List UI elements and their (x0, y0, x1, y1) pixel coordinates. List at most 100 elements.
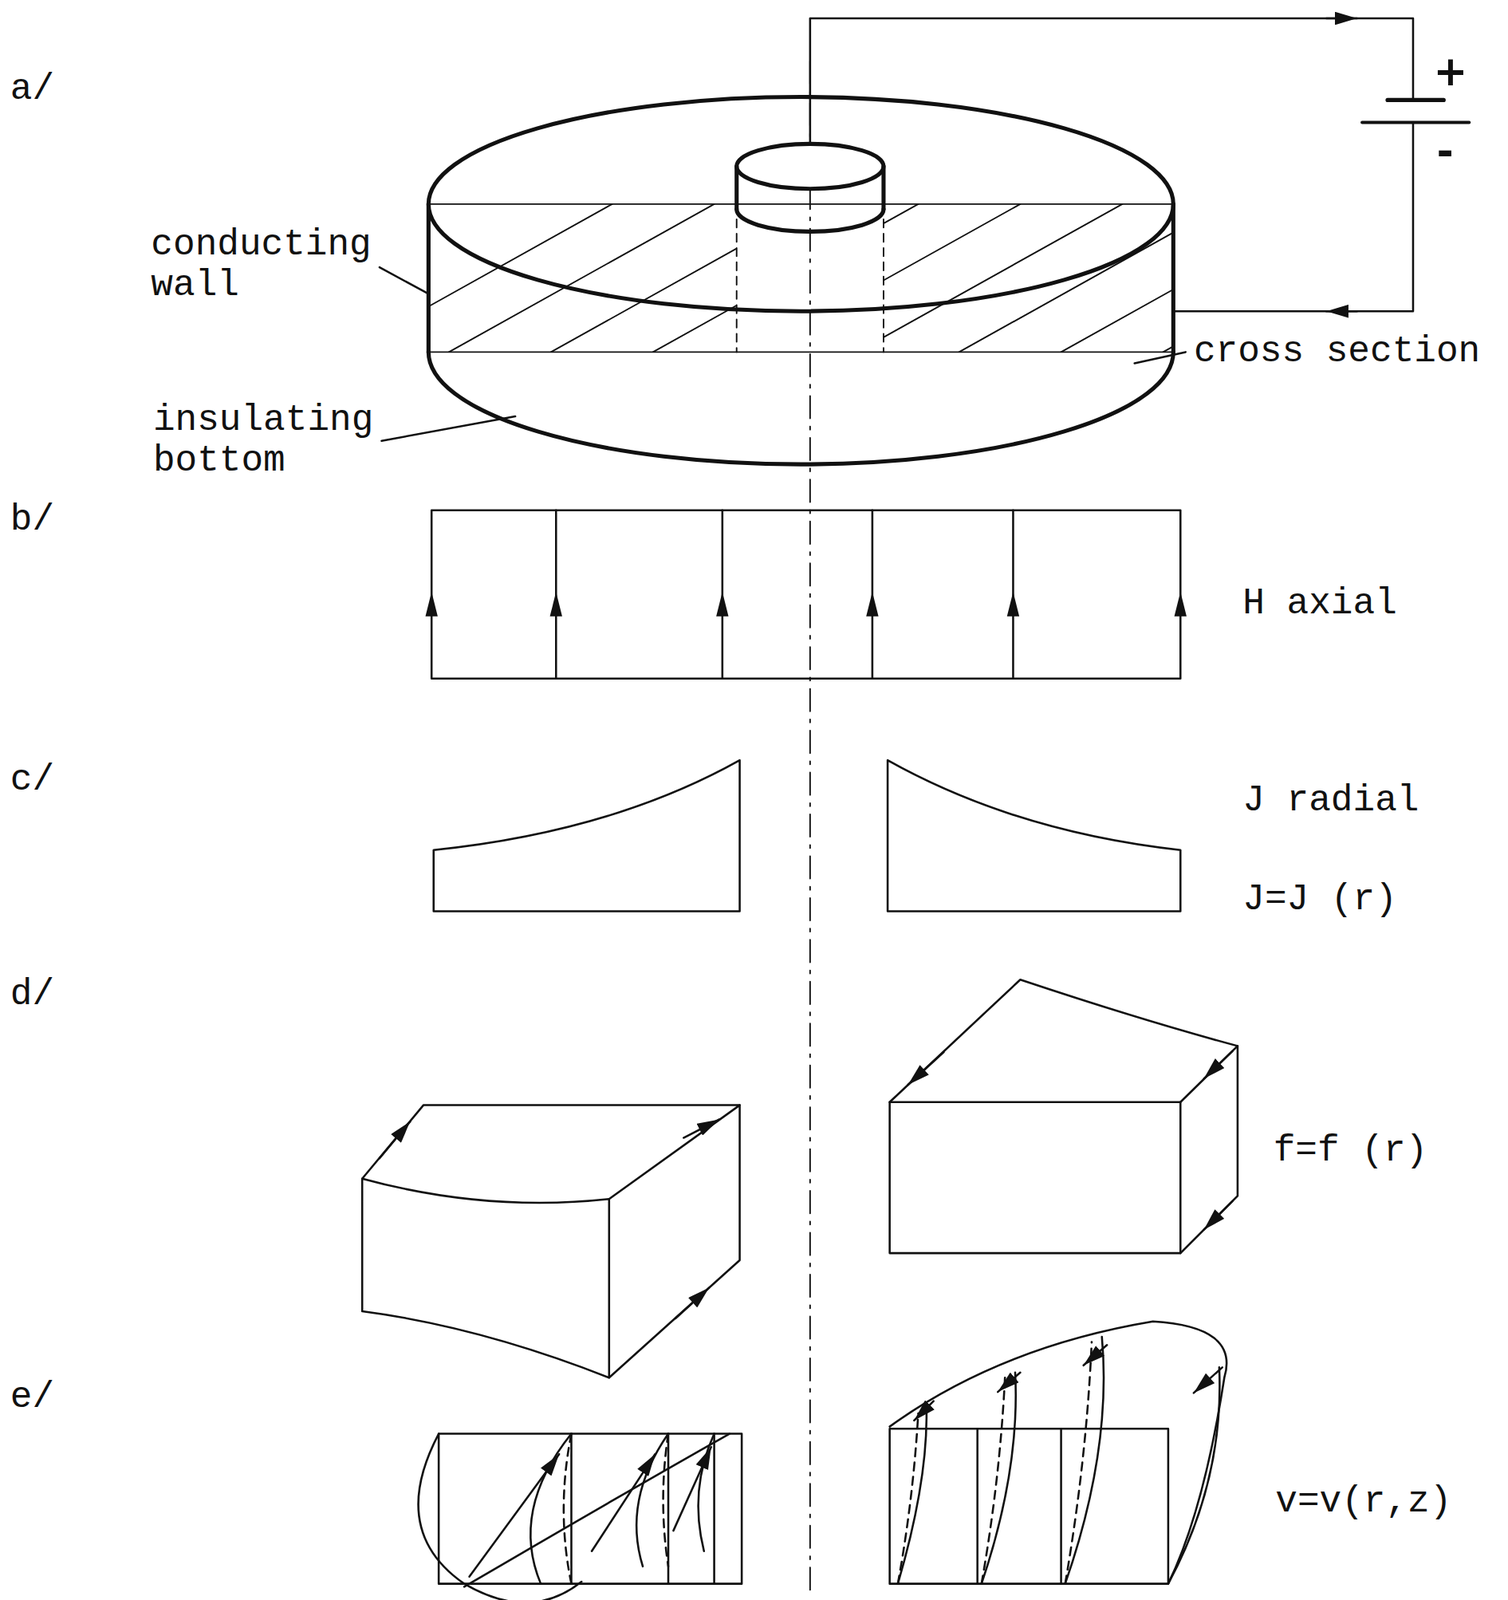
velocity-profile (981, 1372, 1016, 1584)
velocity-profile (997, 1372, 1020, 1392)
velocity-profile (530, 1433, 571, 1584)
vessel-drawing (346, 97, 1429, 465)
quantity-label: J=J (r) (1242, 879, 1397, 921)
velocity-profile (1065, 1336, 1104, 1584)
force-blocks (362, 979, 1238, 1378)
leader-lines (381, 416, 516, 441)
force-blocks (889, 1102, 1182, 1253)
velocity-profile (1083, 1344, 1107, 1366)
panel-letter: b/ (10, 500, 55, 541)
vessel-drawing (734, 166, 739, 210)
velocity-profile (1193, 1366, 1223, 1393)
current-profile (887, 759, 1181, 911)
polarity-sign: - (1436, 128, 1453, 174)
quantity-label: f=f (r) (1273, 1130, 1428, 1172)
velocity-profile (418, 1433, 583, 1600)
battery-circuit (1362, 121, 1469, 125)
vessel-drawing (428, 203, 1174, 205)
battery-circuit (810, 18, 1414, 144)
field-lines (716, 591, 729, 617)
current-profile (433, 759, 1182, 911)
quantity-label: v=v(r,z) (1275, 1481, 1452, 1523)
force-blocks (379, 1121, 410, 1158)
mhd-illustration (346, 18, 1469, 1600)
force-blocks (1204, 1051, 1233, 1079)
panel-letter: e/ (10, 1377, 55, 1418)
velocity-profile (1059, 1428, 1063, 1583)
part-label: insulating bottom (153, 400, 398, 481)
field-lines (425, 591, 438, 617)
part-label: conducting wall (150, 224, 396, 305)
panel-letter: d/ (10, 974, 55, 1016)
vessel-drawing (1061, 204, 1327, 353)
force-blocks (889, 979, 1238, 1103)
velocity-profile (1168, 1366, 1221, 1583)
force-blocks (1204, 1200, 1233, 1230)
vessel-drawing (881, 166, 886, 210)
vessel-drawing (426, 204, 431, 353)
battery-circuit (1173, 122, 1414, 312)
velocity-profile (418, 1321, 1228, 1600)
velocity-profile (636, 1433, 669, 1567)
vessel-drawing (857, 204, 1123, 353)
force-blocks (683, 1119, 720, 1138)
velocity-profile (981, 1377, 1005, 1583)
vessel-drawing (551, 204, 817, 353)
vessel-drawing (959, 204, 1225, 353)
velocity-profile (663, 1433, 669, 1567)
force-blocks (908, 1051, 945, 1085)
field-lines (550, 591, 563, 617)
vessel-drawing (882, 219, 885, 352)
current-profile (433, 759, 741, 911)
vessel-drawing (346, 204, 1429, 353)
force-blocks (675, 1287, 709, 1319)
part-label: cross section (1193, 331, 1481, 373)
polarity-sign: + (1433, 48, 1469, 94)
force-blocks (609, 1105, 741, 1379)
leader-lines (1134, 351, 1186, 363)
velocity-profile (469, 1453, 560, 1577)
quantity-label: H axial (1242, 583, 1397, 625)
quantity-label: J radial (1242, 780, 1419, 822)
panel-letter: a/ (10, 69, 55, 111)
battery-circuit (810, 18, 1469, 312)
field-lines (425, 591, 1187, 617)
velocity-profile (570, 1433, 573, 1584)
battery-circuit (1387, 98, 1444, 103)
velocity-profile (563, 1433, 572, 1584)
vessel-drawing (346, 204, 613, 353)
velocity-profile (889, 1321, 1228, 1584)
velocity-profile (698, 1433, 715, 1552)
axis-line (809, 61, 812, 1597)
field-lines (866, 591, 879, 617)
panel-letter: c/ (10, 759, 55, 801)
field-lines (1007, 591, 1020, 617)
vessel-drawing (736, 219, 738, 352)
force-blocks (1180, 1045, 1238, 1253)
field-lines (425, 510, 1187, 679)
vessel-drawing (448, 204, 715, 353)
velocity-profile (438, 1433, 742, 1584)
vessel-drawing (736, 208, 884, 232)
field-lines (431, 510, 1181, 679)
vessel-drawing (736, 143, 884, 189)
vessel-drawing (428, 351, 1174, 465)
vessel-drawing (755, 204, 1021, 353)
velocity-profile (464, 1433, 730, 1587)
velocity-profile (889, 1428, 1169, 1583)
vessel-drawing (428, 97, 1174, 312)
battery-circuit (1326, 17, 1357, 20)
vessel-drawing (1171, 204, 1176, 353)
leader-lines (379, 267, 1186, 441)
velocity-profile (591, 1453, 655, 1552)
vessel-drawing (653, 204, 919, 353)
leader-lines (379, 267, 429, 294)
velocity-profile (1065, 1341, 1092, 1583)
velocity-profile (712, 1433, 716, 1584)
force-blocks (362, 1105, 740, 1200)
velocity-profile (976, 1428, 979, 1583)
velocity-profile (913, 1401, 934, 1421)
velocity-profile (897, 1413, 919, 1584)
field-lines (1174, 591, 1187, 617)
